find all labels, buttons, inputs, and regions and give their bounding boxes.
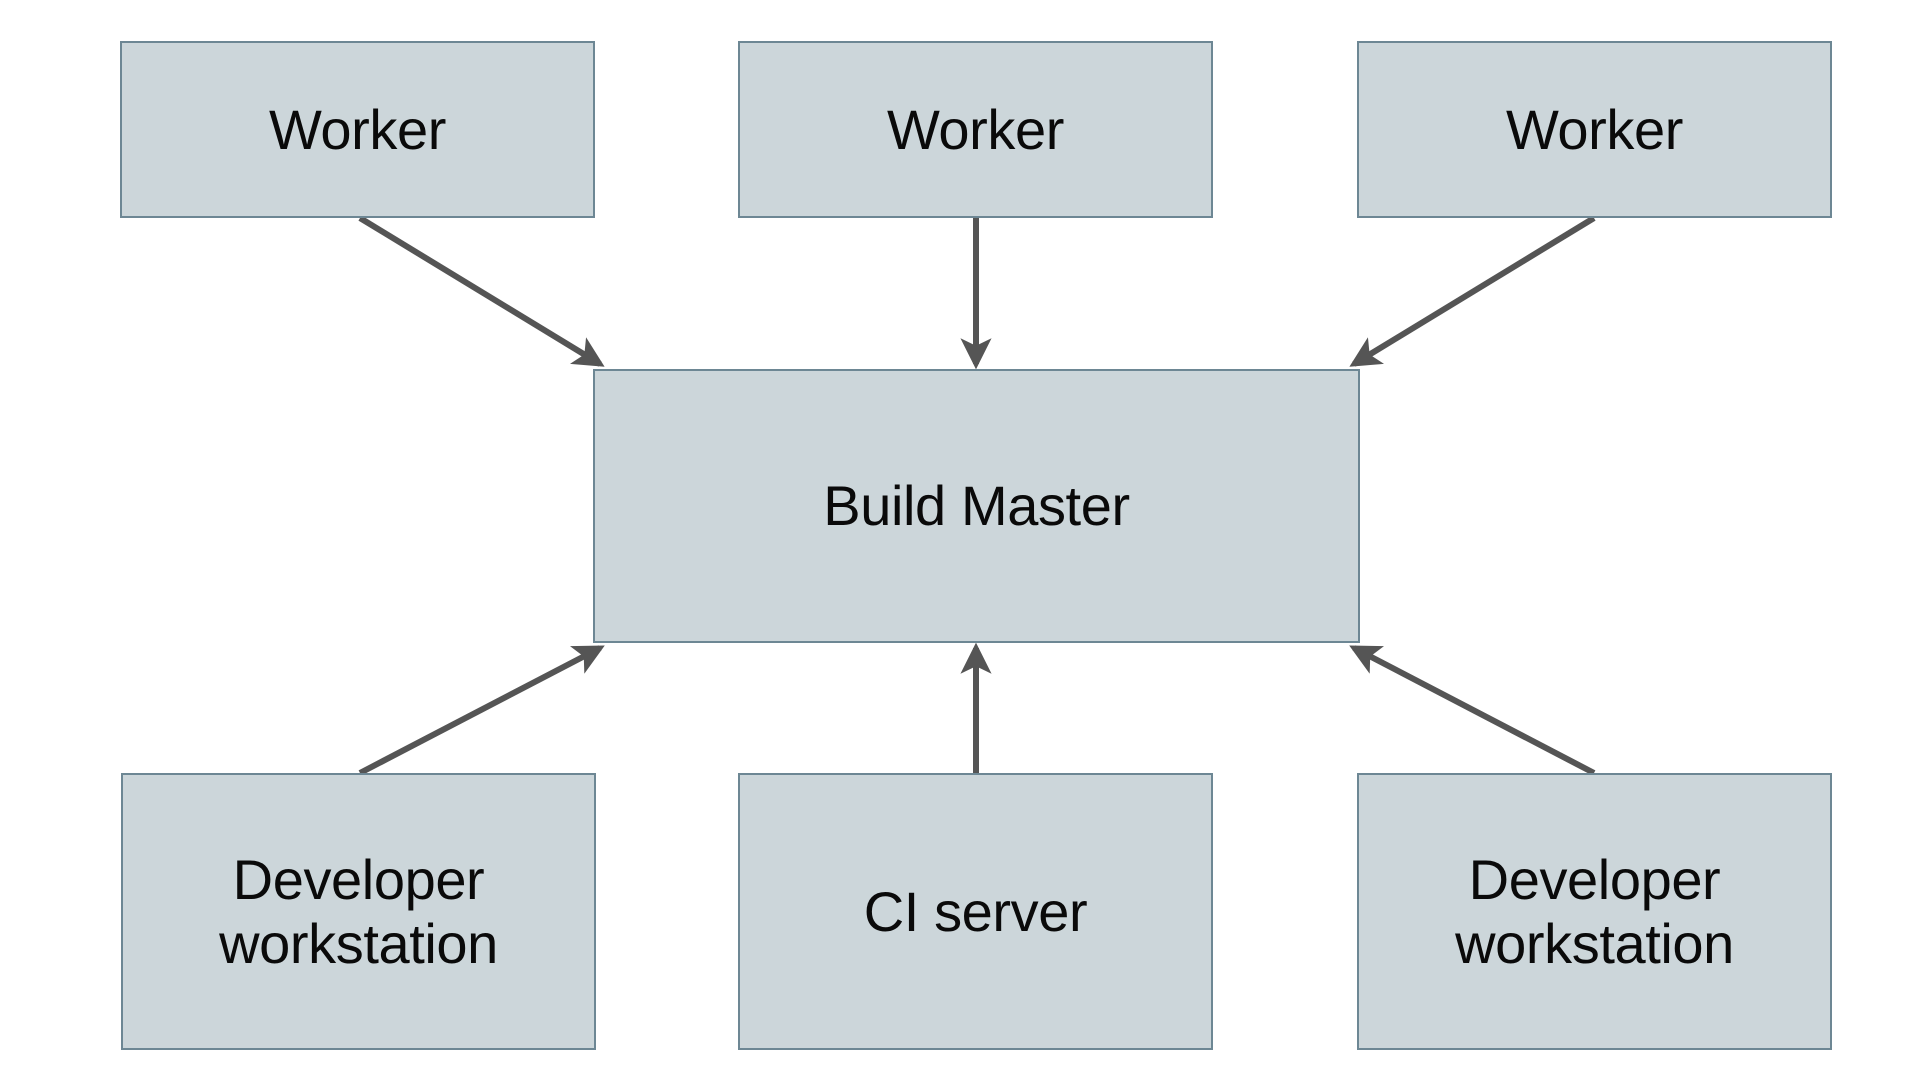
node-worker-3-label: Worker [1505, 97, 1684, 161]
node-worker-1[interactable]: Worker [120, 41, 595, 218]
node-dev-workstation-1-label: Developer workstation [219, 847, 498, 975]
node-worker-2-label: Worker [886, 97, 1065, 161]
node-dev-workstation-2-label: Developer workstation [1455, 847, 1734, 975]
node-ci-server-label: CI server [863, 879, 1088, 943]
node-worker-2[interactable]: Worker [738, 41, 1213, 218]
node-ci-server[interactable]: CI server [738, 773, 1213, 1050]
node-build-master[interactable]: Build Master [593, 369, 1360, 643]
edge-dev1-to-master [358, 645, 605, 776]
edge-worker1-to-master [358, 215, 605, 367]
node-worker-3[interactable]: Worker [1357, 41, 1832, 218]
node-build-master-label: Build Master [823, 474, 1130, 538]
node-dev-workstation-1[interactable]: Developer workstation [121, 773, 596, 1050]
node-dev-workstation-2[interactable]: Developer workstation [1357, 773, 1832, 1050]
edge-dev2-to-master [1349, 645, 1596, 776]
edge-worker3-to-master [1349, 215, 1596, 367]
node-worker-1-label: Worker [268, 97, 447, 161]
